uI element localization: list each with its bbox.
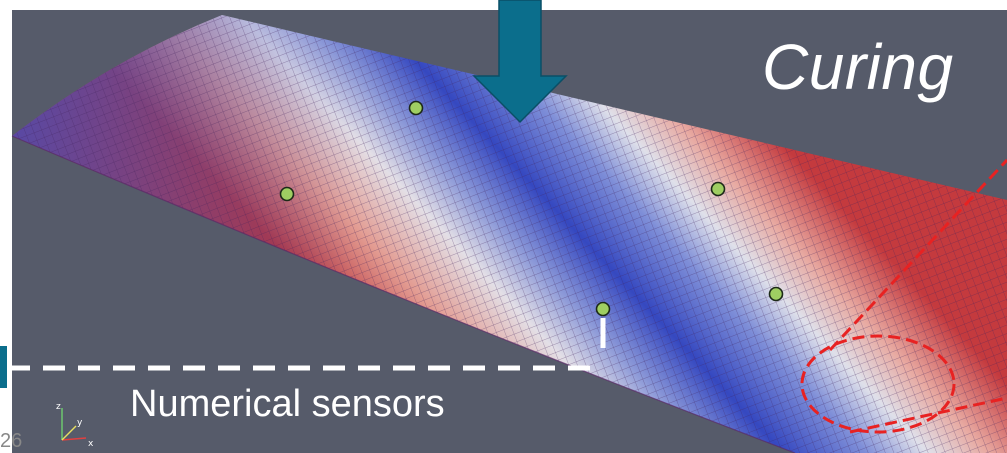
- sensor-point: [768, 286, 784, 302]
- sensor-point: [710, 181, 726, 197]
- sensor-points: [279, 100, 784, 317]
- axis-z-label: z: [56, 402, 61, 412]
- axis-y-label: y: [77, 418, 83, 428]
- sensor-point: [408, 100, 424, 116]
- sensor-point: [595, 301, 611, 317]
- pressure-arrow: [472, 0, 568, 124]
- page-number: 26: [0, 430, 23, 452]
- axes-triad: z y x: [56, 402, 94, 449]
- sensor-point: [279, 186, 295, 202]
- zoom-callout: [800, 158, 1007, 434]
- process-title: Curing: [762, 31, 954, 103]
- axis-x-label: x: [88, 439, 94, 449]
- sensor-leader-line: [8, 318, 606, 371]
- sensors-label: Numerical sensors: [130, 383, 445, 425]
- edge-marker: [0, 346, 7, 388]
